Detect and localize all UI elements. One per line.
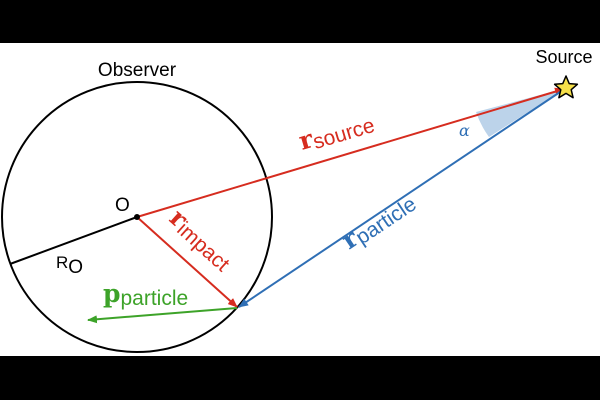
- r-particle-label-sub: particle: [352, 193, 421, 250]
- p-particle-vector: [87, 307, 238, 324]
- observer-circle: [1, 81, 273, 353]
- p-particle-label: pparticle: [103, 279, 188, 310]
- angle-label: α: [459, 121, 470, 140]
- r-impact-label-sub: impact: [172, 218, 233, 277]
- source-star-icon: [553, 75, 579, 99]
- p-particle-label-sub: particle: [120, 287, 188, 310]
- angle-wedge: [476, 88, 566, 137]
- p-particle-label-main: p: [103, 279, 120, 308]
- diagram-panel: [0, 43, 600, 356]
- r-impact-label: rimpact: [163, 203, 240, 276]
- r-impact-vector: [136, 216, 238, 308]
- r-source-vector: [136, 87, 565, 218]
- source-label: Source: [535, 47, 592, 67]
- observer-label: Observer: [98, 60, 177, 81]
- r-particle-label: rparticle: [336, 186, 420, 257]
- origin-point: [134, 214, 140, 220]
- r-source-label: rsource: [295, 106, 377, 157]
- r-particle-vector: [238, 87, 567, 308]
- radius-label-main: R: [56, 253, 68, 272]
- radius-label: RO: [56, 253, 83, 278]
- origin-label: O: [115, 195, 130, 216]
- radius-line: [9, 216, 138, 265]
- radius-label-sub: O: [68, 257, 83, 278]
